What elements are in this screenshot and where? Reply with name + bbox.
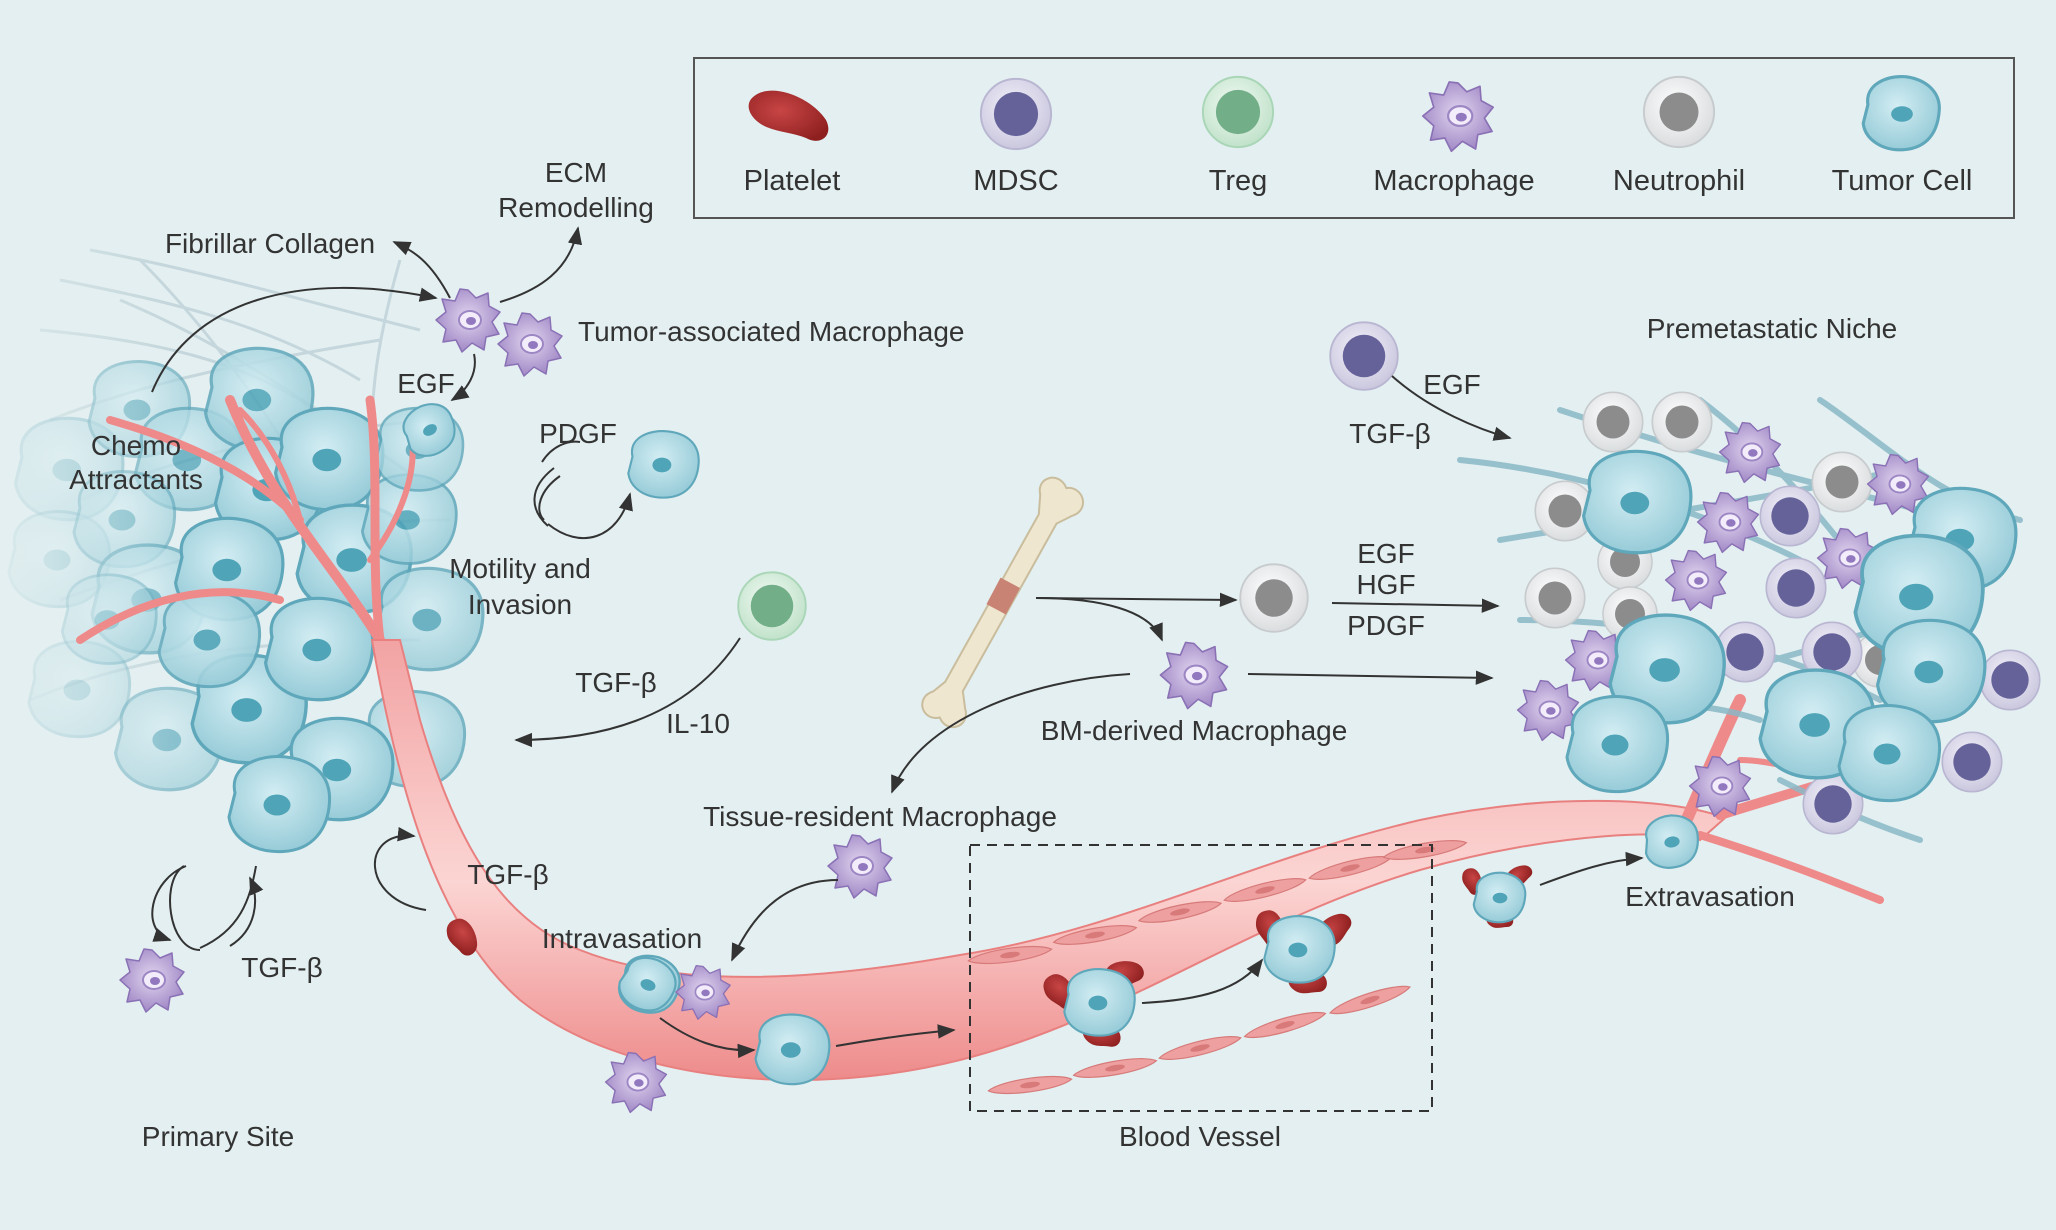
mdsc-icon xyxy=(979,77,1053,151)
legend-neutrophil: Neutrophil xyxy=(1613,75,1745,197)
label-pdgf-bm: PDGF xyxy=(1347,610,1425,641)
label-hgf-bm: HGF xyxy=(1356,569,1415,600)
legend-label: Platelet xyxy=(744,165,841,197)
arrows xyxy=(151,226,1644,1059)
label-pdgf-primary: PDGF xyxy=(539,418,617,449)
diagram-labels: ECM Remodelling Fibrillar Collagen Tumor… xyxy=(69,157,1897,1152)
treg-cell xyxy=(737,571,807,641)
label-remodelling: Remodelling xyxy=(498,192,654,223)
legend-label: Macrophage xyxy=(1373,165,1534,197)
pdgf-tumor-cell xyxy=(627,430,700,499)
tissue-resident-macrophage-cell xyxy=(827,834,893,899)
legend-tumor-cell: Tumor Cell xyxy=(1832,75,1973,197)
primary-site-fade xyxy=(0,240,180,940)
label-premetastatic-niche: Premetastatic Niche xyxy=(1647,313,1898,344)
label-invasion: Invasion xyxy=(468,589,572,620)
label-ecm: ECM xyxy=(545,157,607,188)
label-motility: Motility and xyxy=(449,553,591,584)
blood-vessel-zoom-box xyxy=(969,844,1433,1112)
legend-box xyxy=(693,57,2015,219)
tumor-associated-macrophages xyxy=(435,288,563,377)
label-intravasation: Intravasation xyxy=(542,923,702,954)
legend-label: Tumor Cell xyxy=(1832,165,1973,197)
label-blood-vessel: Blood Vessel xyxy=(1119,1121,1281,1152)
label-tgfb-vessel: TGF-β xyxy=(467,859,548,890)
label-tgfb-loop: TGF-β xyxy=(241,952,322,983)
legend-treg: Treg xyxy=(1201,75,1275,197)
label-egf-bm: EGF xyxy=(1357,538,1415,569)
legend-label: MDSC xyxy=(973,165,1058,197)
label-extravasation: Extravasation xyxy=(1625,881,1795,912)
bone-icon xyxy=(921,476,1084,729)
label-bm-derived: BM-derived Macrophage xyxy=(1041,715,1348,746)
niche-mdsc xyxy=(1329,321,1399,391)
label-egf-niche: EGF xyxy=(1423,369,1481,400)
legend-platelet: Platelet xyxy=(744,90,841,197)
legend-label: Neutrophil xyxy=(1613,165,1745,197)
macrophage-icon xyxy=(1421,80,1495,153)
label-il10: IL-10 xyxy=(666,708,730,739)
bm-derived-macrophage-cell xyxy=(1159,641,1229,710)
treg-icon xyxy=(1201,75,1275,149)
bm-neutrophil xyxy=(1239,563,1309,633)
label-tam: Tumor-associated Macrophage xyxy=(578,316,964,347)
label-tgfb-treg: TGF-β xyxy=(575,667,656,698)
label-chemo: Chemo xyxy=(91,430,181,461)
label-primary-site: Primary Site xyxy=(142,1121,294,1152)
niche-cells xyxy=(1516,391,2041,835)
legend-macrophage: Macrophage xyxy=(1373,80,1535,197)
label-egf-primary: EGF xyxy=(397,368,455,399)
tumor-blood-vessels xyxy=(76,395,416,645)
primary-macrophage xyxy=(119,948,185,1013)
label-fibrillar-collagen: Fibrillar Collagen xyxy=(165,228,375,259)
legend: Platelet MDSC Treg Macrophage Neutrophil… xyxy=(744,75,1973,197)
tumor-cell-icon xyxy=(1861,75,1941,152)
label-tgfb-niche: TGF-β xyxy=(1349,418,1430,449)
label-attractants: Attractants xyxy=(69,464,203,495)
platelet-icon xyxy=(748,90,829,141)
label-tissue-resident: Tissue-resident Macrophage xyxy=(703,801,1057,832)
legend-mdsc: MDSC xyxy=(973,77,1059,197)
legend-label: Treg xyxy=(1209,165,1268,197)
neutrophil-icon xyxy=(1642,75,1716,149)
